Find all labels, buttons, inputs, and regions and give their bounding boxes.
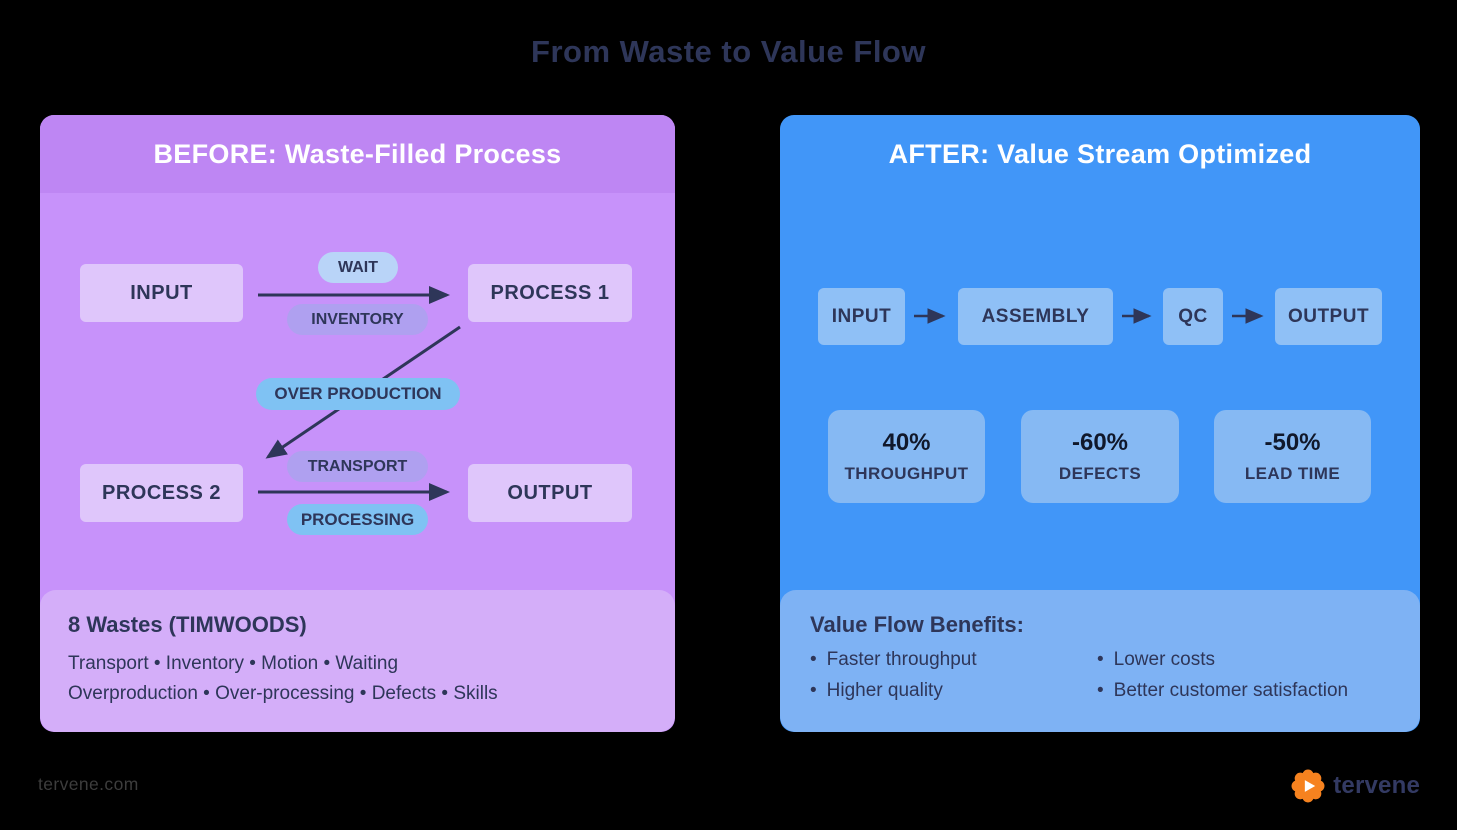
benefits-columns: • Faster throughput • Higher quality • L… xyxy=(810,649,1392,702)
waste-tag-overproduction-label: OVER PRODUCTION xyxy=(274,384,442,403)
waste-tag-processing: PROCESSING xyxy=(287,504,428,535)
metric-throughput: 40% THROUGHPUT xyxy=(828,410,985,503)
benefit-item: • Better customer satisfaction xyxy=(1097,680,1348,702)
benefits-col2: • Lower costs • Better customer satisfac… xyxy=(1097,649,1348,702)
wastes-summary-heading: 8 Wastes (TIMWOODS) xyxy=(68,612,307,637)
before-process2-box: PROCESS 2 xyxy=(80,464,243,522)
footer-site-url: tervene.com xyxy=(38,774,139,794)
before-input-label: INPUT xyxy=(130,281,193,304)
metric-leadtime-value: -50% xyxy=(1264,429,1321,456)
waste-tag-processing-label: PROCESSING xyxy=(300,509,415,529)
benefits-heading: Value Flow Benefits: xyxy=(810,612,1024,637)
benefit-item: • Lower costs xyxy=(1097,649,1348,671)
metric-defects: -60% DEFECTS xyxy=(1021,410,1179,503)
metric-leadtime: -50% LEAD TIME xyxy=(1214,410,1371,503)
waste-tag-overproduction: OVER PRODUCTION xyxy=(256,378,460,410)
metric-throughput-label: THROUGHPUT xyxy=(844,464,969,483)
before-panel: BEFORE: Waste-Filled Process INPUT PROCE… xyxy=(40,115,675,732)
before-output-label: OUTPUT xyxy=(507,481,593,504)
after-panel-title: AFTER: Value Stream Optimized xyxy=(888,138,1312,169)
after-assembly-box: ASSEMBLY xyxy=(958,288,1113,345)
after-input-box: INPUT xyxy=(818,288,905,345)
bullet-icon: • xyxy=(810,680,817,701)
benefit-item: • Higher quality xyxy=(810,680,1097,702)
tervene-wordmark: tervene xyxy=(1333,772,1420,799)
benefit-text: Faster throughput xyxy=(826,649,977,670)
waste-tag-inventory-label: INVENTORY xyxy=(311,310,404,328)
benefit-text: Higher quality xyxy=(826,680,943,701)
benefit-text: Lower costs xyxy=(1113,649,1216,670)
before-process2-label: PROCESS 2 xyxy=(102,481,221,504)
before-input-box: INPUT xyxy=(80,264,243,322)
after-output-box: OUTPUT xyxy=(1275,288,1382,345)
benefit-item: • Faster throughput xyxy=(810,649,1097,671)
waste-tag-transport-label: TRANSPORT xyxy=(307,457,408,475)
after-output-label: OUTPUT xyxy=(1287,305,1370,327)
metric-leadtime-label: LEAD TIME xyxy=(1244,464,1341,483)
after-input-label: INPUT xyxy=(831,305,892,327)
bullet-icon: • xyxy=(1097,680,1104,701)
waste-tag-wait: WAIT xyxy=(318,252,398,283)
wastes-summary-line1: Transport • Inventory • Motion • Waiting xyxy=(68,653,399,674)
after-panel-header: AFTER: Value Stream Optimized xyxy=(780,115,1420,193)
bullet-icon: • xyxy=(810,649,817,670)
after-panel: AFTER: Value Stream Optimized INPUT ASSE… xyxy=(780,115,1420,732)
waste-tag-transport: TRANSPORT xyxy=(287,451,428,482)
after-flow-arrows xyxy=(914,308,1264,324)
wastes-summary-panel: 8 Wastes (TIMWOODS) Transport • Inventor… xyxy=(40,590,675,732)
benefits-panel: Value Flow Benefits: • Faster throughput… xyxy=(780,590,1420,732)
before-process1-label: PROCESS 1 xyxy=(490,281,610,304)
tervene-logo: tervene xyxy=(1290,768,1420,804)
after-assembly-label: ASSEMBLY xyxy=(981,305,1090,327)
benefits-col1: • Faster throughput • Higher quality xyxy=(810,649,1097,702)
after-qc-box: QC xyxy=(1163,288,1223,345)
before-output-box: OUTPUT xyxy=(468,464,632,522)
before-process1-box: PROCESS 1 xyxy=(468,264,632,322)
before-panel-header: BEFORE: Waste-Filled Process xyxy=(40,115,675,193)
benefit-text: Better customer satisfaction xyxy=(1113,680,1349,701)
metric-defects-value: -60% xyxy=(1071,429,1129,456)
play-icon xyxy=(1305,780,1316,792)
waste-tag-inventory: INVENTORY xyxy=(287,304,428,335)
after-qc-label: QC xyxy=(1178,305,1208,327)
metric-throughput-value: 40% xyxy=(882,429,931,456)
waste-tag-wait-label: WAIT xyxy=(338,258,378,276)
bullet-icon: • xyxy=(1097,649,1104,670)
before-panel-title: BEFORE: Waste-Filled Process xyxy=(153,138,562,169)
page-title: From Waste to Value Flow xyxy=(531,34,926,69)
metric-defects-label: DEFECTS xyxy=(1058,464,1142,483)
wastes-summary-line2: Overproduction • Over-processing • Defec… xyxy=(68,683,498,704)
tervene-flower-icon xyxy=(1291,769,1325,803)
